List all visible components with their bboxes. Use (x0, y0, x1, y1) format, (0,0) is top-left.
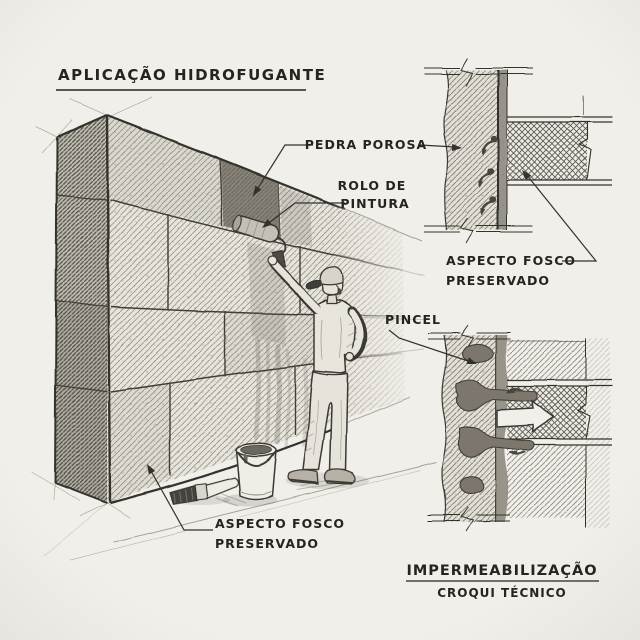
footer-title: IMPERMEABILIZAÇÃO (406, 562, 597, 579)
label-aspecto-top-line1: ASPECTO FOSCO (446, 253, 576, 268)
label-aspecto-top-line2: PRESERVADO (446, 273, 550, 288)
label-aspecto-bottom-line2: PRESERVADO (215, 536, 319, 551)
label-pincel: PINCEL (385, 312, 441, 327)
footer-subtitle: CROQUI TÉCNICO (437, 585, 567, 600)
labels: APLICAÇÃO HIDROFUGANTE PEDRA POROSA ROLO… (56, 65, 599, 600)
leader-lines (150, 144, 598, 531)
page-title: APLICAÇÃO HIDROFUGANTE (58, 65, 326, 84)
label-rolo-line1: ROLO DE (338, 178, 407, 193)
label-aspecto-bottom-line1: ASPECTO FOSCO (215, 516, 345, 531)
label-pedra-porosa: PEDRA POROSA (305, 137, 427, 152)
label-rolo-line2: PINTURA (340, 196, 409, 211)
